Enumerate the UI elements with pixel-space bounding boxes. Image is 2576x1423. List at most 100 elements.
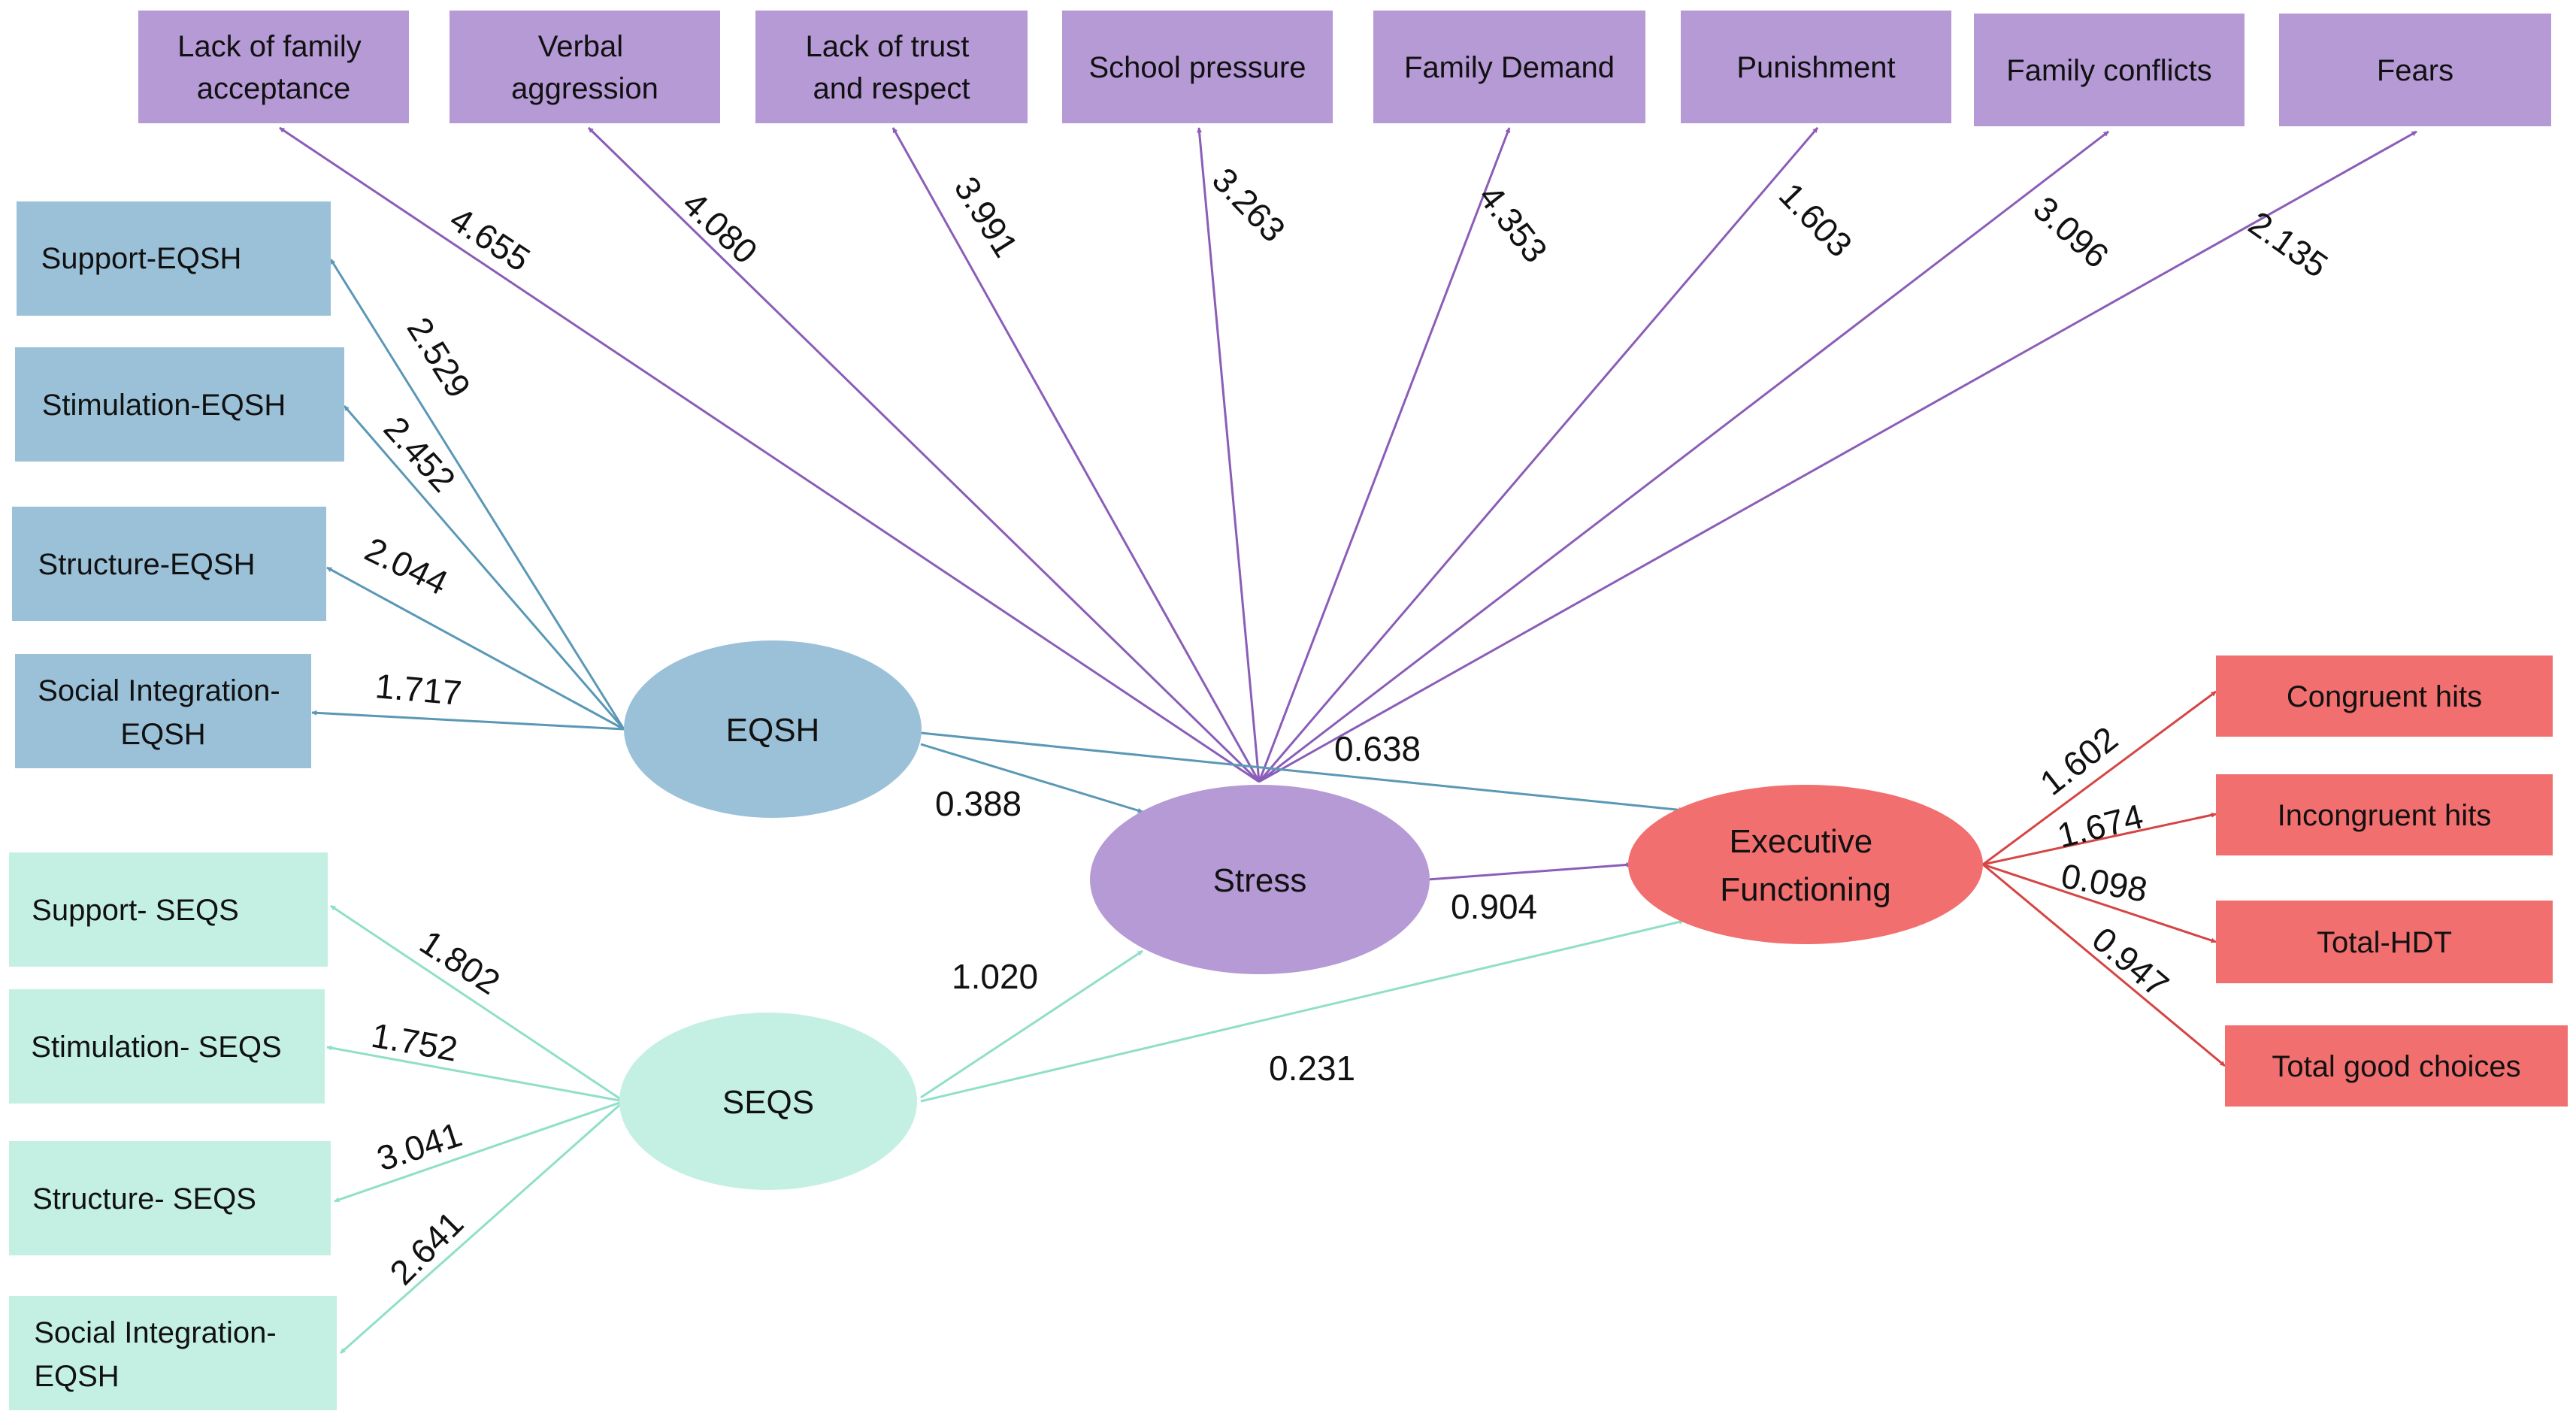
indicator-box-seqs-0: Support- SEQS xyxy=(9,852,328,967)
coef-stress-ind-6: 3.096 xyxy=(2026,189,2116,276)
coef-seqs-ef: 0.231 xyxy=(1269,1049,1355,1088)
arrow-stress-ind-1 xyxy=(587,126,1261,783)
indicator-box-stress-5: Punishment xyxy=(1681,11,1951,123)
coef-eqsh-ef: 0.638 xyxy=(1334,729,1421,768)
arrow-stress-ind-0 xyxy=(279,126,1260,783)
coef-seqs-ind-0: 1.802 xyxy=(413,922,507,1002)
svg-text:Executive Functioning: Executive Functioning xyxy=(1720,823,1890,908)
coef-stress-ind-4: 4.353 xyxy=(1471,177,1555,270)
indicator-label: Total-HDT xyxy=(2317,926,2452,959)
indicator-label: Support-EQSH xyxy=(41,242,242,275)
latent-executive-functioning: Executive Functioning xyxy=(1628,785,1983,944)
coef-stress-ind-2: 3.991 xyxy=(947,170,1026,264)
arrow-stress-ind-4 xyxy=(1258,127,1511,783)
arrow-ef-ind-2 xyxy=(1982,863,2217,943)
latent-label: Executive xyxy=(1730,823,1873,860)
arrows-layer xyxy=(279,126,2417,1355)
arrow-seqs-ind-0 xyxy=(330,904,625,1103)
indicator-label: Stimulation-EQSH xyxy=(42,389,286,422)
indicator-label: Family Demand xyxy=(1404,51,1615,84)
arrow-stress-ef xyxy=(1427,861,1632,881)
coef-stress-ind-5: 1.603 xyxy=(1772,175,1860,265)
coef-eqsh-stress: 0.388 xyxy=(935,784,1022,823)
arrow-seqs-ef xyxy=(920,919,1685,1103)
arrow-stress-ind-6 xyxy=(1258,130,2109,783)
svg-text:Verbal aggression: Verbal aggression xyxy=(511,30,658,105)
coef-ef-ind-1: 1.674 xyxy=(2054,796,2147,855)
svg-text:Social Integration- EQ: Social Integration- EQSH xyxy=(38,674,289,751)
indicator-label: Congruent hits xyxy=(2287,680,2482,713)
arrow-stress-ind-3 xyxy=(1197,127,1261,783)
indicator-box-eqsh-3: Social Integration- EQSH xyxy=(15,654,311,768)
coef-eqsh-ind-3: 1.717 xyxy=(374,666,463,713)
indicator-box-stress-2: Lack of trust and respect xyxy=(755,11,1028,123)
ef-indicators: Congruent hits Incongruent hits Total-HD… xyxy=(2216,655,2568,1107)
coef-stress-ind-7: 2.135 xyxy=(2242,204,2335,286)
coef-stress-ind-0: 4.655 xyxy=(443,199,537,279)
indicator-label: Support- SEQS xyxy=(32,894,239,927)
latent-label: Stress xyxy=(1213,862,1307,899)
eqsh-indicators: Support-EQSH Stimulation-EQSH Structure-… xyxy=(12,201,344,768)
latent-label: Functioning xyxy=(1720,871,1890,908)
coef-seqs-ind-2: 3.041 xyxy=(372,1114,467,1178)
arrow-eqsh-ind-3 xyxy=(311,710,625,731)
indicator-label: Incongruent hits xyxy=(2278,799,2492,832)
indicator-label: Lack of family xyxy=(177,30,362,63)
indicator-box-ef-2: Total-HDT xyxy=(2216,901,2553,983)
indicator-label: Fears xyxy=(2377,54,2453,87)
coef-seqs-ind-1: 1.752 xyxy=(368,1016,460,1069)
latent-stress: Stress xyxy=(1090,785,1430,974)
arrow-ef-ind-0 xyxy=(1982,690,2217,866)
indicator-box-stress-1: Verbal aggression xyxy=(450,11,720,123)
arrow-seqs-ind-2 xyxy=(334,1100,625,1203)
arrow-stress-ind-2 xyxy=(891,127,1261,783)
indicator-box-stress-0: Lack of family acceptance xyxy=(138,11,409,123)
indicator-label: Lack of trust xyxy=(806,30,970,63)
indicator-label: Punishment xyxy=(1736,51,1895,84)
svg-text:Social Integration- EQ: Social Integration- EQSH xyxy=(34,1316,285,1393)
coef-stress-ef: 0.904 xyxy=(1451,887,1537,926)
arrow-eqsh-stress xyxy=(920,743,1143,813)
indicator-label: Structure- SEQS xyxy=(32,1182,256,1216)
coefficients-eqsh: 2.529 2.452 2.044 1.717 xyxy=(359,310,479,713)
indicator-label: EQSH xyxy=(120,718,205,751)
indicator-box-stress-7: Fears xyxy=(2279,14,2551,126)
indicator-box-seqs-1: Stimulation- SEQS xyxy=(9,989,325,1104)
coefficients-ef: 1.602 1.674 0.098 0.947 xyxy=(2033,719,2176,1005)
indicator-label: School pressure xyxy=(1088,51,1306,84)
seqs-indicators: Support- SEQS Stimulation- SEQS Structur… xyxy=(9,852,337,1410)
indicator-label: Social Integration- xyxy=(38,674,280,707)
indicator-box-stress-4: Family Demand xyxy=(1373,11,1645,123)
arrow-seqs-ind-3 xyxy=(340,1100,625,1355)
indicator-box-seqs-3: Social Integration- EQSH xyxy=(9,1296,337,1410)
indicator-label: Stimulation- SEQS xyxy=(31,1031,281,1064)
latent-label: SEQS xyxy=(722,1084,814,1121)
arrow-eqsh-ef xyxy=(920,731,1685,813)
indicator-box-eqsh-1: Stimulation-EQSH xyxy=(15,347,344,462)
indicator-label: Structure-EQSH xyxy=(38,548,256,581)
coef-ef-ind-0: 1.602 xyxy=(2033,719,2125,803)
coef-stress-ind-1: 4.080 xyxy=(675,183,765,271)
stress-indicators: Lack of family acceptance Verbal aggress… xyxy=(138,11,2551,126)
latent-label: EQSH xyxy=(726,712,820,749)
svg-text:Lack of family accepta: Lack of family acceptance xyxy=(177,30,370,105)
coef-ef-ind-2: 0.098 xyxy=(2058,856,2150,910)
arrow-seqs-stress xyxy=(920,949,1143,1099)
indicator-label: Total good choices xyxy=(2272,1050,2520,1083)
arrow-stress-ind-7 xyxy=(1258,130,2417,783)
indicator-label: Social Integration- xyxy=(34,1316,276,1349)
arrow-stress-ind-5 xyxy=(1258,127,1819,783)
indicator-box-eqsh-2: Structure-EQSH xyxy=(12,507,326,621)
indicator-label: EQSH xyxy=(34,1360,119,1393)
indicator-label: aggression xyxy=(511,72,658,105)
arrow-ef-ind-3 xyxy=(1982,863,2226,1067)
indicator-box-stress-3: School pressure xyxy=(1062,11,1333,123)
svg-text:Lack of trust and resp: Lack of trust and respect xyxy=(806,30,978,105)
indicator-box-ef-3: Total good choices xyxy=(2225,1025,2568,1107)
arrow-ef-ind-1 xyxy=(1982,812,2217,866)
indicator-label: and respect xyxy=(813,72,970,105)
indicator-label: Family conflicts xyxy=(2006,54,2211,87)
arrow-eqsh-ind-0 xyxy=(329,259,625,730)
indicator-box-ef-0: Congruent hits xyxy=(2216,655,2553,737)
